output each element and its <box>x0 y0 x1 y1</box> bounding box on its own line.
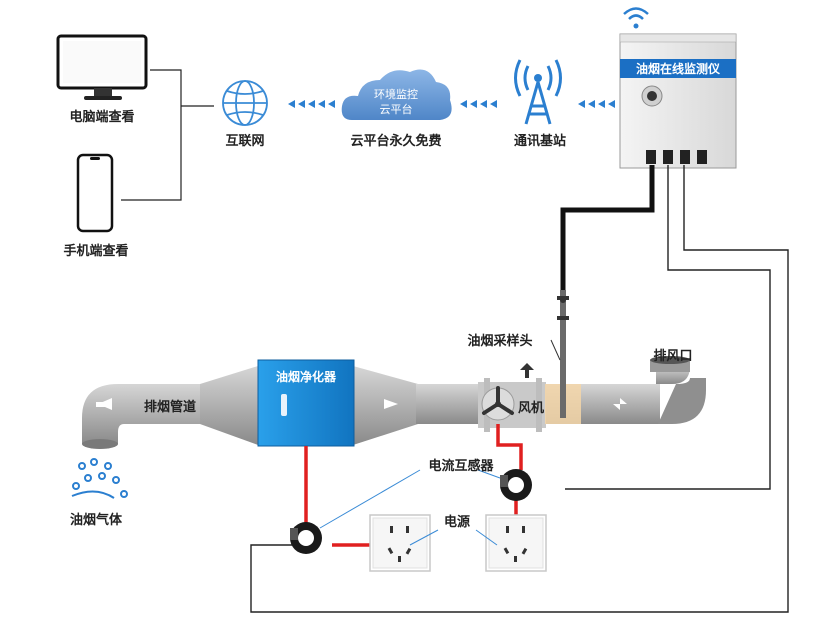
power-socket-right <box>485 514 547 572</box>
power-label: 电源 <box>444 514 470 530</box>
fan-label: 风机 <box>518 400 544 416</box>
probe-label: 油烟采样头 <box>467 333 532 349</box>
duct-label: 排烟管道 <box>144 399 196 415</box>
phone-label: 手机端查看 <box>63 243 128 259</box>
pc-monitor-icon <box>56 34 148 100</box>
smoke-gas-icon <box>71 458 128 499</box>
arrow-station-to-cloud <box>460 100 497 108</box>
cloud-text-line2: 云平台 <box>380 102 413 116</box>
current-transformer-left <box>290 522 322 554</box>
device-connector-lines <box>121 69 214 201</box>
monitor-device <box>619 33 737 169</box>
power-socket-left <box>369 514 431 572</box>
cloud-text-line1: 环境监控 <box>374 87 418 101</box>
arrow-monitor-to-station <box>578 100 615 108</box>
phone-icon <box>76 153 114 233</box>
cloud-caption: 云平台永久免费 <box>350 133 441 149</box>
pc-label: 电脑端查看 <box>69 109 134 125</box>
gas-label: 油烟气体 <box>70 512 123 528</box>
base-station-label: 通讯基站 <box>514 133 566 149</box>
power-leader-lines <box>409 529 498 546</box>
ct-leader-lines <box>319 469 501 529</box>
globe-icon <box>222 80 268 126</box>
monitor-title: 油烟在线监测仪 <box>636 61 721 76</box>
signal-wires <box>250 165 789 613</box>
outlet-label: 排风口 <box>653 348 692 364</box>
fan-housing <box>478 378 546 432</box>
purifier-label: 油烟净化器 <box>276 369 337 384</box>
cloud-icon <box>341 69 452 120</box>
fan-icon <box>495 401 501 407</box>
arrow-cloud-to-internet <box>288 100 335 108</box>
sampling-probe <box>545 290 581 424</box>
wifi-icon <box>623 7 649 29</box>
purifier-unit <box>257 359 355 447</box>
current-transformer-right <box>500 469 532 501</box>
internet-label: 互联网 <box>225 134 264 149</box>
ct-label: 电流互感器 <box>428 458 494 474</box>
flow-arrows <box>96 363 627 410</box>
base-station-icon <box>514 59 562 125</box>
probe-leader-line <box>550 339 561 361</box>
